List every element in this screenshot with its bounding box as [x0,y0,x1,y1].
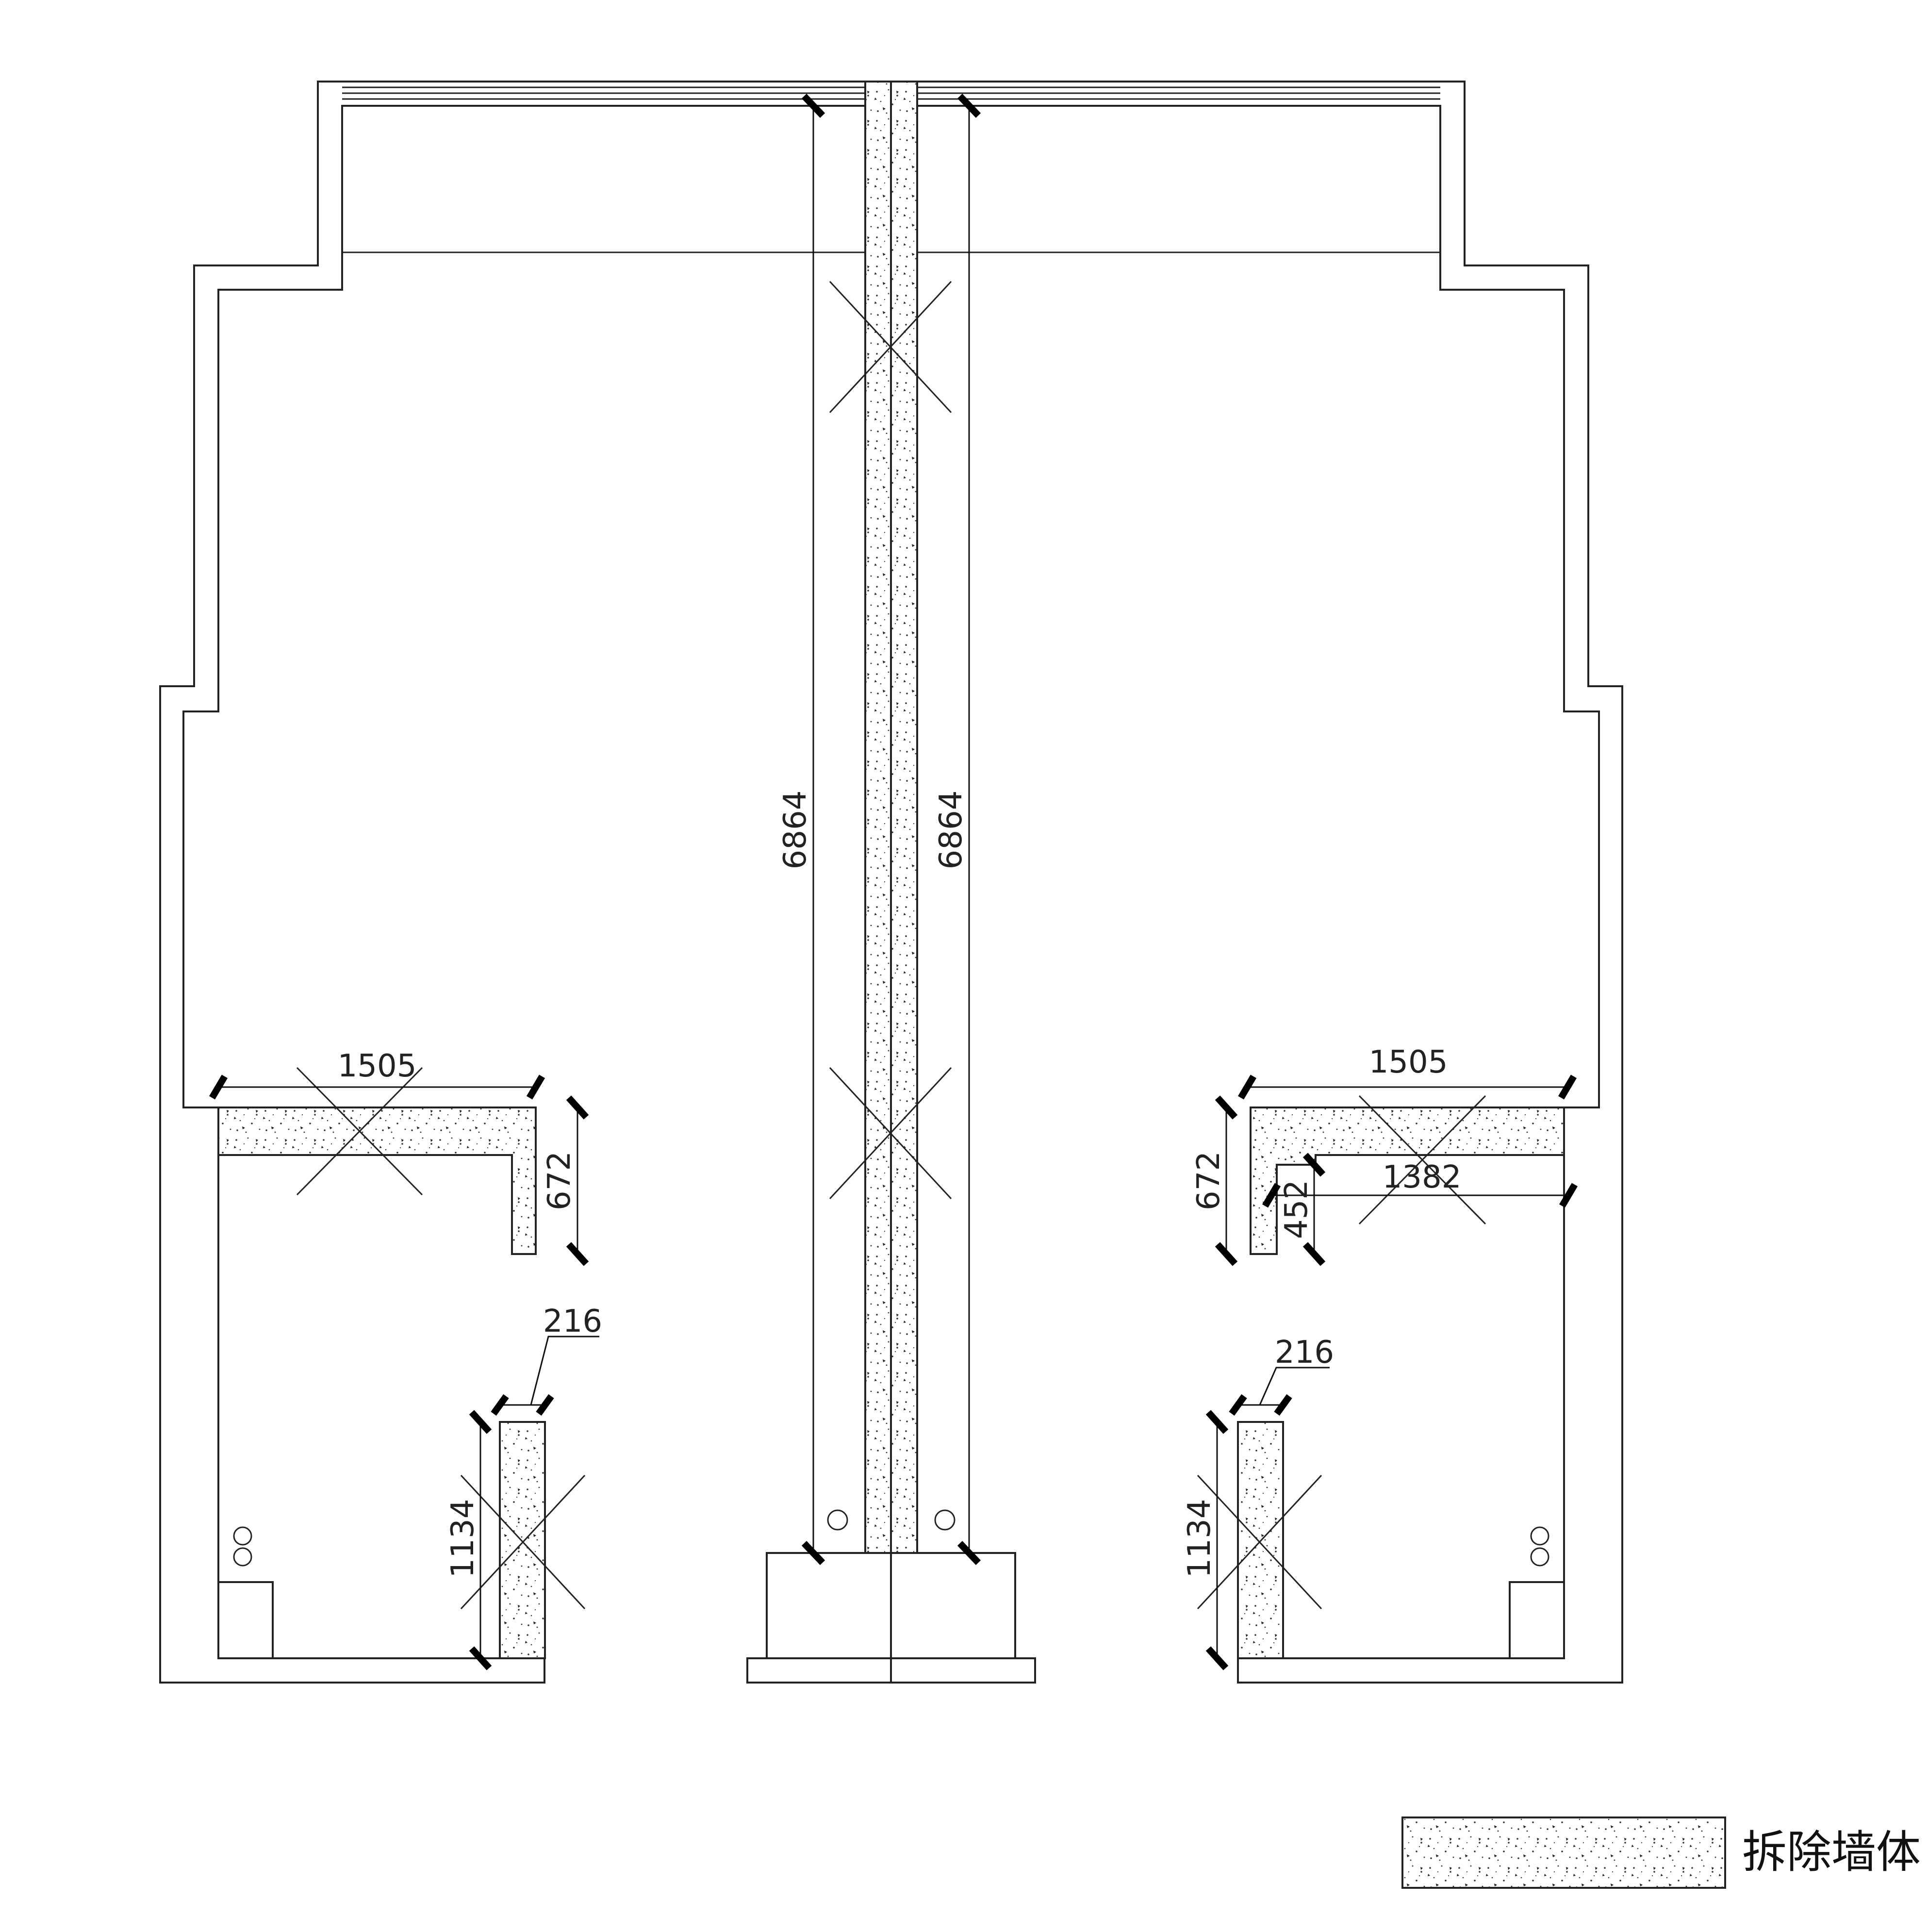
left-unit-outline [159,81,865,1684]
dim-right-top-wall-depth [1215,1095,1238,1266]
dim-right-partition-label: 6864 [933,791,969,870]
dim-left-top-wall-depth [566,1095,589,1266]
right-short-wall-demolition-cross [1197,1474,1322,1610]
dim-right-inner-depth-label: 452 [1279,1180,1315,1239]
dim-left-short-wall-len-label: 1134 [445,1499,481,1578]
left-fixture-icon [233,1526,252,1567]
dim-right-top-wall [1237,1074,1577,1100]
dim-left-partition [801,94,825,1565]
legend-swatch [1401,1816,1726,1889]
dim-right-short-wall-len-label: 1134 [1182,1499,1218,1578]
dim-right-short-wall-thk [1229,1367,1330,1416]
central-partition-wall [746,81,1036,1684]
legend-label: 拆除墙体 [1742,1826,1921,1878]
left-short-wall [499,1421,546,1659]
dim-right-top-wall-depth-label: 672 [1191,1151,1227,1210]
left-l-wall-demolition-cross [296,1067,423,1196]
dim-right-short-wall-thk-label: 216 [1275,1335,1334,1371]
dim-left-short-wall-len [469,1410,492,1670]
dim-right-short-wall-len [1205,1410,1229,1670]
central-wall-symbols [827,1509,956,1531]
dim-right-top-wall-label: 1505 [1369,1044,1448,1080]
right-fixture-icon [1530,1526,1549,1567]
left-l-wall [217,1106,537,1255]
dim-left-top-wall [209,1074,545,1100]
right-l-wall-demolition-cross [1358,1095,1486,1225]
dim-left-top-wall-label: 1505 [338,1048,417,1084]
dim-left-top-wall-depth-label: 672 [542,1151,577,1210]
dim-left-short-wall-thk [491,1336,599,1416]
dim-left-partition-label: 6864 [777,791,813,870]
dim-right-inner-depth [1302,1153,1326,1266]
central-wall-demolition-cross-lower [829,1067,952,1200]
dim-right-partition [957,94,981,1565]
legend: 拆除墙体 [1401,1816,1921,1889]
left-short-wall-demolition-cross [460,1474,586,1610]
dim-right-inner-len [1262,1183,1578,1208]
central-wall-demolition-cross-upper [829,281,952,413]
right-unit-outline [917,81,1623,1684]
dim-left-short-wall-thk-label: 216 [543,1304,602,1339]
dim-right-inner-len-label: 1382 [1383,1159,1462,1195]
